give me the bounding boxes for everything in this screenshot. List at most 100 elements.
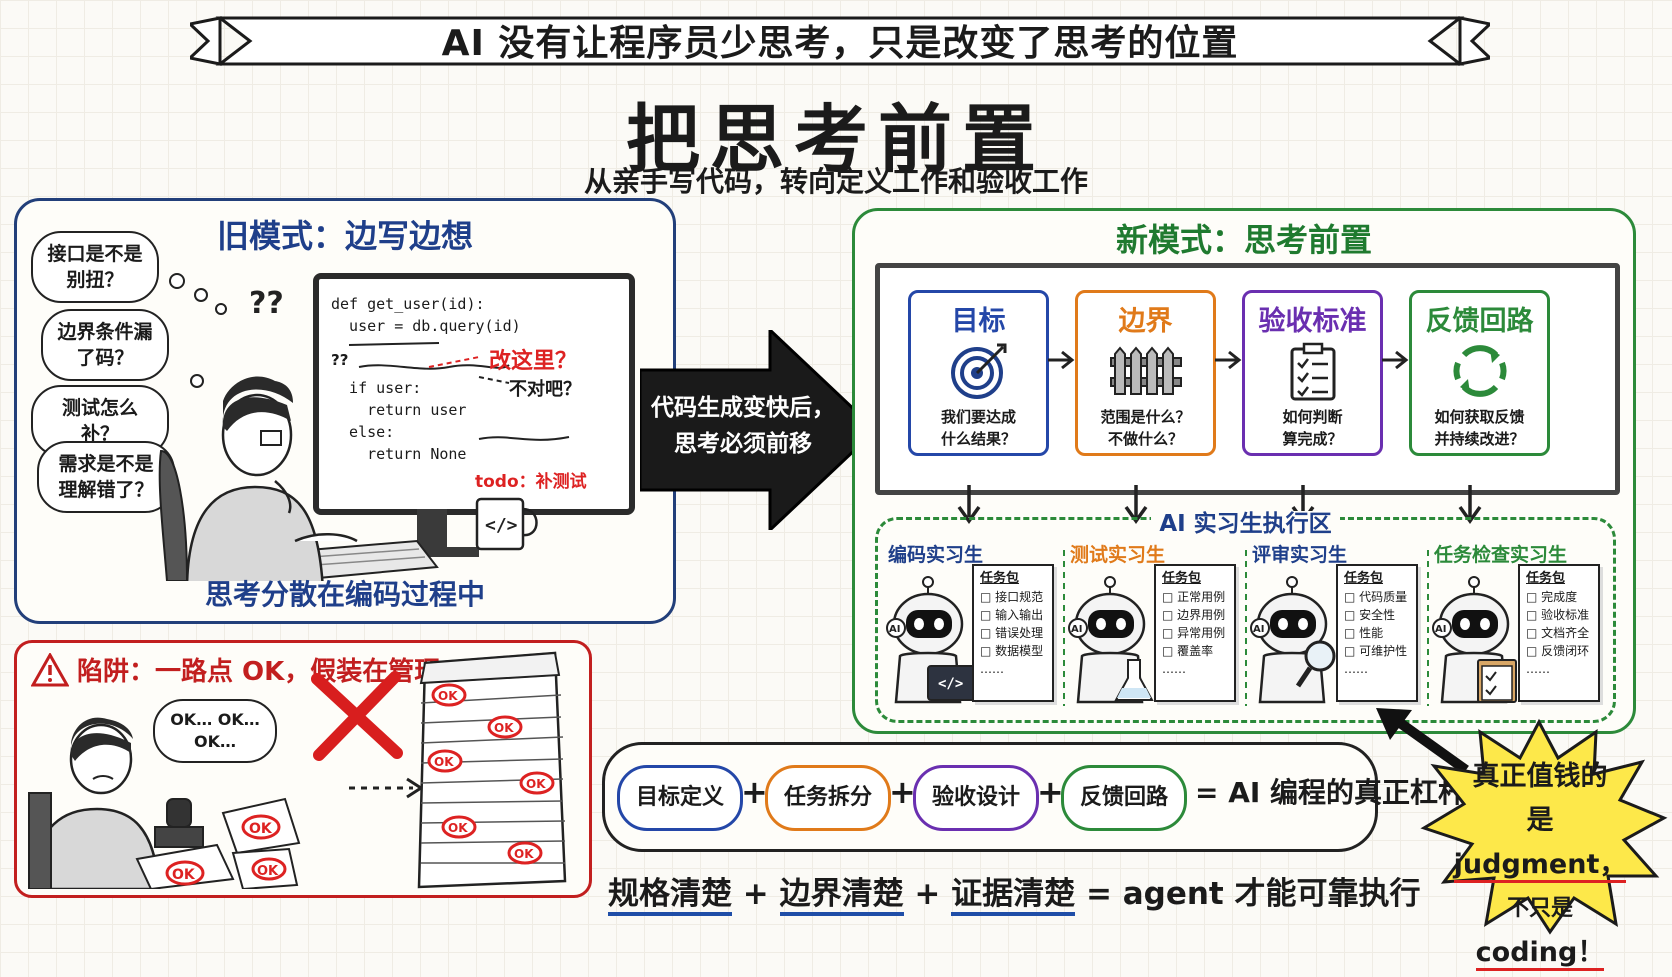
task-card-title: 任务包 — [1162, 571, 1202, 586]
thought-dots: ?? — [169, 273, 284, 388]
intern-testing: 测试实习生 AI 任务包 正常用例 边界用例 异常用例 覆盖率 … — [1062, 534, 1246, 710]
task-item-more: …… — [980, 662, 1004, 676]
scribble-marks — [348, 342, 570, 441]
thought-cloud-interface: 接口是不是别扭？ — [31, 231, 159, 303]
step-title: 验收标准 — [1258, 306, 1367, 337]
whiteboard: 目标 我们要达成 什么结果？ 边界 — [875, 263, 1620, 495]
thought-cloud-boundary: 边界条件漏了码？ — [41, 309, 169, 381]
intern-task-check: 任务检查实习生 AI 任务包 完成度 验收标准 文档齐全 反馈闭 — [1426, 534, 1610, 710]
svg-text:AI: AI — [1071, 624, 1082, 635]
task-item: 异常用例 — [1162, 624, 1228, 642]
bubble-line: OK… — [194, 732, 236, 751]
term-feedback-loop: 反馈回路 — [1061, 765, 1187, 831]
task-item: 接口规范 — [980, 588, 1046, 606]
annotation-change-here: 改这里？ — [489, 349, 578, 374]
stamp-ok: OK — [257, 864, 279, 879]
svg-text:AI: AI — [889, 624, 900, 635]
task-item: 性能 — [1344, 624, 1410, 642]
stamp-ok: OK — [526, 777, 546, 791]
term-clear-boundary: 边界清楚 — [779, 876, 904, 916]
step-desc: 如何获取反馈 并持续改进？ — [1412, 406, 1547, 450]
step-desc-line: 如何获取反馈 — [1434, 408, 1525, 426]
new-mode-title: 新模式：思考前置 — [1115, 221, 1372, 259]
task-item-more: …… — [1162, 662, 1186, 676]
page-title: 把思考前置 — [626, 97, 1046, 183]
arrow-caption-line: 代码生成变快后， — [651, 395, 835, 421]
stamp-ok: OK — [434, 755, 454, 769]
bubble-line: OK… OK… — [170, 710, 260, 729]
step-card-boundary: 边界 范围是什么？ 不做什么？ — [1075, 290, 1216, 456]
ai-intern-zone: AI 实习生执行区 编码实习生 AI </> 任务包 接口规范 输入输出 — [875, 511, 1616, 723]
robot-icon: AI </> — [886, 576, 979, 704]
task-item: 错误处理 — [980, 624, 1046, 642]
task-item: 文档齐全 — [1526, 624, 1592, 642]
task-item: 正常用例 — [1162, 588, 1228, 606]
step-desc-line: 我们要达成 — [940, 408, 1016, 426]
formula-box: 目标定义 + 任务拆分 + 验收设计 + 反馈回路 = AI 编程的真正杠杆 — [602, 742, 1466, 852]
term-goal-definition: 目标定义 — [617, 765, 743, 831]
stamp-ok: OK — [172, 867, 196, 883]
plus-sign: + — [914, 876, 941, 912]
plus-sign: + — [742, 876, 769, 912]
stamp-ok: OK — [448, 821, 468, 835]
arrow-caption: 代码生成变快后， 思考必须前移 — [648, 390, 838, 462]
step-desc: 如何判断 算完成？ — [1245, 406, 1380, 450]
pointer-arrow — [1376, 708, 1469, 775]
annotation-question: ?? — [331, 351, 349, 369]
plus-sign: + — [741, 773, 768, 811]
plus-sign: + — [1037, 773, 1064, 811]
new-mode-panel: 新模式：思考前置 目标 我们要达成 什么结果？ 边界 — [852, 208, 1636, 734]
code-line: user = db.query(id) — [331, 317, 521, 335]
zone-title: AI 实习生执行区 — [878, 504, 1613, 538]
starburst-keyword-judgment: judgment， — [1453, 849, 1627, 883]
title-banner — [190, 16, 1490, 66]
checklist-icon — [1245, 338, 1380, 404]
step-desc-line: 如何判断 — [1282, 408, 1343, 426]
step-card-goal: 目标 我们要达成 什么结果？ — [908, 290, 1049, 456]
page-subtitle: 从亲手写代码，转向定义工作和验收工作 — [583, 165, 1088, 198]
step-desc-line: 范围是什么？ — [1100, 408, 1191, 426]
trap-title: 陷阱：一路点 OK，假装在管理 — [77, 657, 441, 687]
stamp-ok: OK — [514, 847, 534, 861]
code-line: return None — [331, 445, 467, 463]
code-line: def get_user(id): — [331, 295, 485, 313]
transition-arrow — [640, 330, 876, 530]
starburst-text: 真正值钱的 是 judgment， 不只是 coding！ — [1440, 755, 1640, 977]
task-card-title: 任务包 — [980, 571, 1020, 586]
code-line: else: — [331, 423, 395, 441]
code-monitor: def get_user(id): user = db.query(id) if… — [313, 273, 635, 515]
intern-coding: 编码实习生 AI </> 任务包 接口规范 输入输出 错误处理 数据模型 — [880, 534, 1064, 710]
robot-icon: AI — [1250, 576, 1336, 704]
manager-illustration: OK OK OK — [28, 717, 301, 889]
annotation-not-right: 不对吧？ — [509, 379, 581, 400]
task-item: 完成度 — [1526, 588, 1592, 606]
warning-icon — [31, 653, 69, 687]
starburst-line: 真正值钱的 — [1472, 761, 1608, 792]
svg-text:</>: </> — [485, 515, 518, 536]
code-line: return user — [331, 401, 467, 419]
cycle-arrows-icon — [1412, 338, 1547, 404]
svg-text:</>: </> — [938, 676, 963, 692]
intern-review: 评审实习生 AI 任务包 代码质量 安全性 性能 可维护性 …… — [1244, 534, 1428, 710]
step-card-acceptance: 验收标准 如何判断 算完成？ — [1242, 290, 1383, 456]
formula-result: = AI 编程的真正杠杆 — [1195, 776, 1467, 809]
task-item: 可维护性 — [1344, 642, 1410, 660]
step-card-feedback: 反馈回路 如何获取反馈 并持续改进？ — [1409, 290, 1550, 456]
step-desc-line: 并持续改进？ — [1434, 430, 1525, 448]
step-desc-line: 不做什么？ — [1107, 430, 1183, 448]
stamp-ok: OK — [438, 689, 458, 703]
starburst-line: 是 — [1526, 805, 1554, 836]
task-card: 任务包 接口规范 输入输出 错误处理 数据模型 …… — [972, 564, 1054, 702]
task-item: 安全性 — [1344, 606, 1410, 624]
bottom-formula: 规格清楚 + 边界清楚 + 证据清楚 = agent 才能可靠执行 — [608, 868, 1421, 916]
robot-icon: AI — [1068, 576, 1154, 704]
intern-name: 编码实习生 — [888, 544, 984, 566]
code-line: if user: — [331, 379, 422, 397]
starburst-keyword-coding: coding！ — [1475, 937, 1605, 971]
term-clear-evidence: 证据清楚 — [951, 876, 1076, 916]
thought-cloud-requirements: 需求是不是理解错了？ — [37, 441, 175, 513]
intern-name: 任务检查实习生 — [1434, 544, 1568, 566]
step-desc: 范围是什么？ 不做什么？ — [1078, 406, 1213, 450]
task-card: 任务包 正常用例 边界用例 异常用例 覆盖率 …… — [1154, 564, 1236, 702]
starburst-callout — [1420, 718, 1668, 935]
